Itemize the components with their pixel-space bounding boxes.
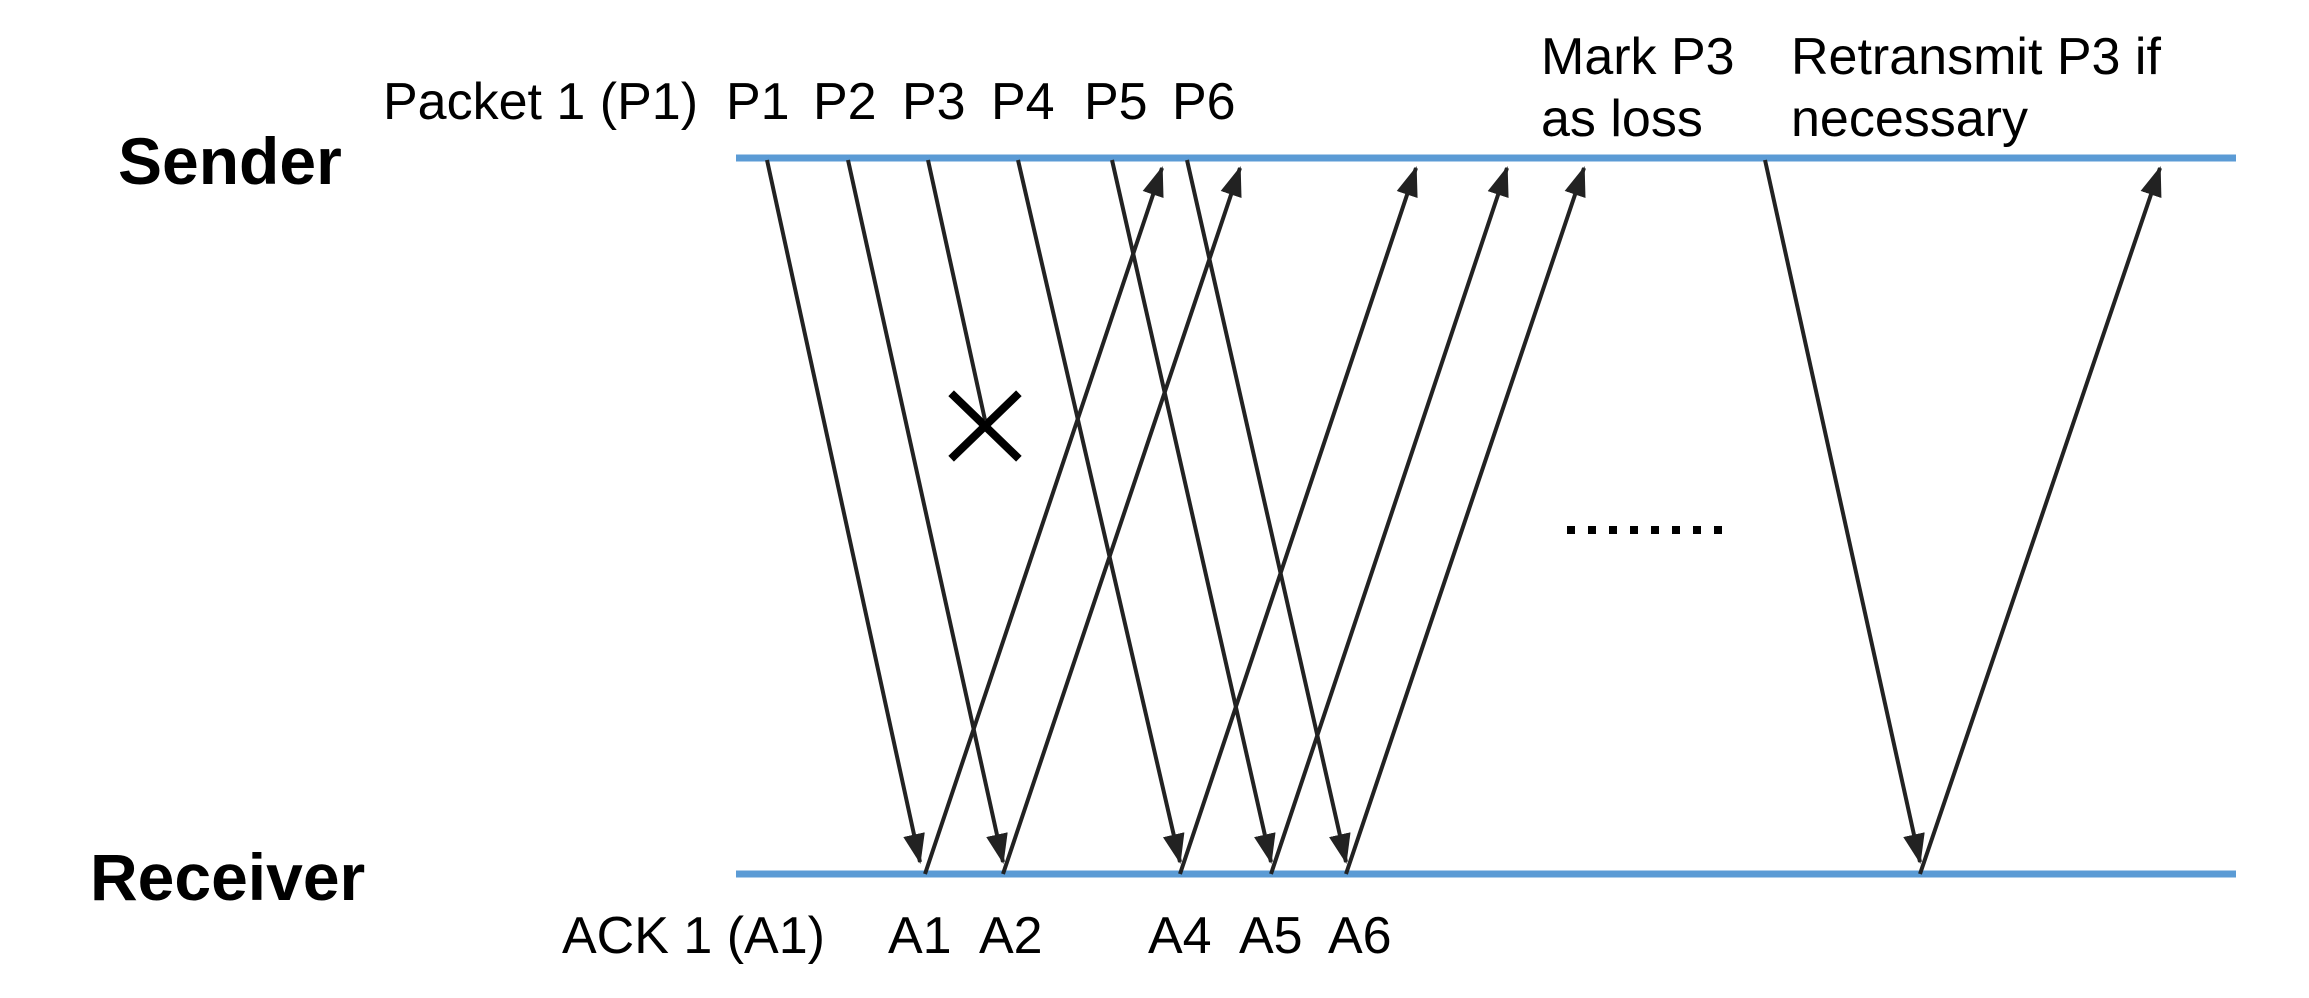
packet-label-p6: P6 bbox=[1172, 73, 1236, 131]
packet-arrow-p3-retransmit bbox=[1763, 159, 1925, 864]
ellipsis-icon bbox=[1567, 526, 1722, 534]
ack-label-a4: A4 bbox=[1148, 907, 1212, 965]
packet-arrow-p1 bbox=[765, 159, 925, 864]
ack-1-caption: ACK 1 (A1) bbox=[562, 907, 825, 965]
sender-lane-label: Sender bbox=[118, 124, 342, 198]
ack-arrow-a5 bbox=[1269, 166, 1509, 875]
ack-label-a2: A2 bbox=[979, 907, 1043, 965]
packet-arrow-p3-lost bbox=[926, 159, 987, 421]
ack-label-a6: A6 bbox=[1328, 907, 1392, 965]
packet-label-p1: P1 bbox=[726, 73, 790, 131]
retransmit-annotation-line2: necessary bbox=[1791, 90, 2028, 148]
packet-arrow-p6 bbox=[1185, 159, 1351, 864]
packet-arrow-p4 bbox=[1016, 159, 1185, 864]
packet-label-p3: P3 bbox=[902, 73, 966, 131]
ack-arrow-a1 bbox=[923, 166, 1164, 875]
mark-loss-annotation-line2: as loss bbox=[1541, 90, 1703, 148]
packet-arrow-p5 bbox=[1110, 159, 1276, 864]
ack-arrow-a4 bbox=[1178, 166, 1418, 875]
retransmit-annotation-line1: Retransmit P3 if bbox=[1791, 28, 2161, 86]
receiver-lane-label: Receiver bbox=[90, 840, 365, 914]
packet-label-p4: P4 bbox=[991, 73, 1055, 131]
loss-x-icon bbox=[948, 390, 1022, 462]
packet-arrow-p2 bbox=[846, 159, 1008, 864]
ack-label-a5: A5 bbox=[1239, 907, 1303, 965]
packet-label-p5: P5 bbox=[1084, 73, 1148, 131]
packet-label-p2: P2 bbox=[813, 73, 877, 131]
ack-arrow-retransmit bbox=[1918, 166, 2162, 875]
ack-arrow-a2 bbox=[1001, 166, 1242, 875]
packet-arrows bbox=[765, 159, 1925, 864]
ack-arrows bbox=[923, 166, 2162, 875]
ack-label-a1: A1 bbox=[888, 907, 952, 965]
ack-arrow-a6 bbox=[1344, 166, 1586, 875]
packet-1-caption: Packet 1 (P1) bbox=[383, 73, 698, 131]
mark-loss-annotation-line1: Mark P3 bbox=[1541, 28, 1735, 86]
